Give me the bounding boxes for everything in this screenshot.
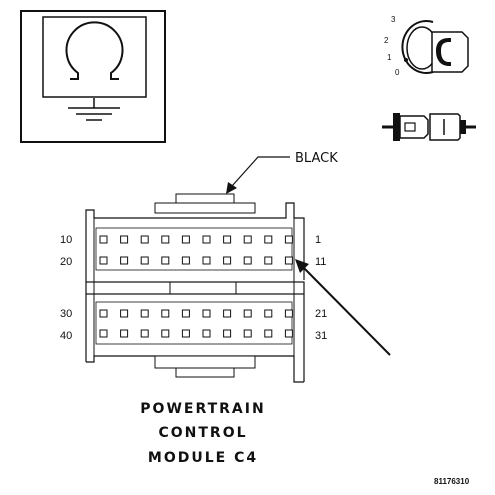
pin-cavity (284, 256, 293, 265)
pin-cavity (140, 309, 149, 318)
pin-cavity (120, 235, 129, 244)
pin-cavity (243, 235, 252, 244)
connector-title: POWERTRAIN CONTROL MODULE C4 (140, 401, 265, 466)
pin-cavity (284, 329, 293, 338)
pin-grid (99, 235, 293, 338)
pin-cavity (181, 329, 190, 338)
pin-labels: 10 20 1 11 30 40 21 31 (60, 234, 327, 342)
pin-cavity (264, 235, 273, 244)
pin-cavity (202, 309, 211, 318)
pin-cavity (161, 329, 170, 338)
ignition-pos-1: 1 (387, 53, 392, 62)
pin-cavity (223, 329, 232, 338)
ohmmeter-icon (20, 10, 166, 143)
connector-body (85, 193, 305, 383)
pin-cavity (120, 256, 129, 265)
pin-cavity (99, 309, 108, 318)
pin-cavity (161, 256, 170, 265)
pin-cavity (140, 329, 149, 338)
pin-cavity (223, 309, 232, 318)
pin-cavity (120, 329, 129, 338)
color-callout: BLACK (226, 151, 338, 194)
pin-cavity (243, 329, 252, 338)
pin-cavity (223, 256, 232, 265)
pin-cavity (223, 235, 232, 244)
title-line-2: CONTROL (158, 425, 247, 441)
pin-cavity (284, 235, 293, 244)
pin-cavity (264, 309, 273, 318)
pin-label-11: 11 (315, 256, 326, 268)
pin-cavity (161, 309, 170, 318)
pin-cavity (140, 235, 149, 244)
pin-cavity (243, 256, 252, 265)
pin-label-1: 1 (315, 234, 321, 246)
ignition-pos-3: 3 (391, 15, 396, 24)
pin-cavity (202, 329, 211, 338)
pin-cavity (120, 309, 129, 318)
pin-cavity (264, 329, 273, 338)
pin-cavity (243, 309, 252, 318)
pin-cavity (161, 235, 170, 244)
pin-cavity (140, 256, 149, 265)
pin-cavity (181, 309, 190, 318)
title-line-1: POWERTRAIN (140, 401, 265, 417)
pin-label-21: 21 (315, 308, 327, 320)
pin-label-20: 20 (60, 256, 72, 268)
pin-cavity (99, 235, 108, 244)
indicator-arrow-icon (295, 259, 391, 356)
connector-color-label: BLACK (295, 151, 338, 166)
pin-cavity (264, 256, 273, 265)
pin-cavity (99, 329, 108, 338)
pin-label-40: 40 (60, 330, 72, 342)
figure-id: 81176310 (434, 477, 470, 486)
pin-label-31: 31 (315, 330, 327, 342)
pin-cavity (181, 256, 190, 265)
pin-cavity (202, 235, 211, 244)
pin-label-30: 30 (60, 308, 72, 320)
title-line-3: MODULE C4 (148, 450, 258, 466)
connector-unplug-icon (382, 113, 476, 141)
pin-cavity (284, 309, 293, 318)
ignition-pos-0: 0 (395, 68, 400, 77)
pin-cavity (99, 256, 108, 265)
pin-cavity (181, 235, 190, 244)
ignition-pos-2: 2 (384, 36, 389, 45)
pin-cavity (202, 256, 211, 265)
pin-label-10: 10 (60, 234, 72, 246)
ignition-key-icon: 3 2 1 0 (384, 15, 469, 77)
